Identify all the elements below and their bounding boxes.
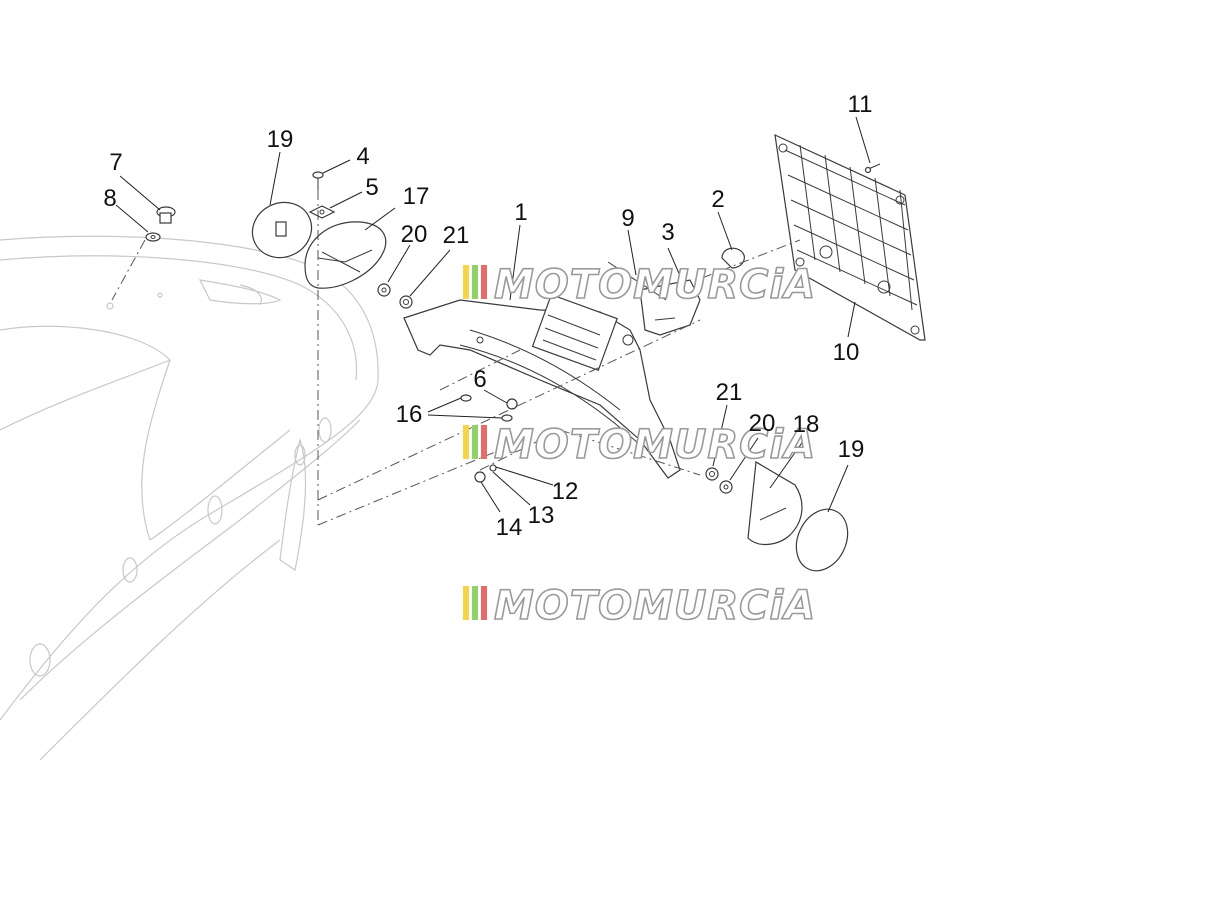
callout-20-left: 20	[401, 221, 428, 248]
watermark-bottom: MOTOMURCiA	[463, 582, 816, 630]
callout-19-right: 19	[838, 436, 865, 463]
callout-18: 18	[793, 411, 820, 438]
callout-2: 2	[711, 186, 724, 213]
watermark-middle: MOTOMURCiA	[463, 421, 816, 469]
callout-11: 11	[848, 91, 873, 118]
callout-21-right: 21	[716, 379, 743, 406]
part-6-washer	[506, 398, 518, 410]
callout-1: 1	[514, 199, 527, 226]
part-12-washer	[489, 464, 497, 472]
callout-6: 6	[473, 366, 486, 393]
watermark-text-middle: MOTOMURCiA	[494, 422, 816, 468]
callout-20-right: 20	[749, 410, 776, 437]
callout-16: 16	[396, 401, 423, 428]
watermark-text-top: MOTOMURCiA	[494, 262, 816, 308]
part-2-reflector	[721, 247, 745, 269]
callout-10: 10	[833, 339, 860, 366]
part-20-grommet-right	[719, 480, 733, 494]
part-20-grommet-left	[377, 283, 391, 297]
callout-9: 9	[621, 205, 634, 232]
part-9-bolt	[607, 261, 667, 301]
callout-21-left: 21	[443, 222, 470, 249]
scooter-body-outline	[0, 235, 379, 761]
part-4-screw	[312, 171, 324, 190]
callout-19-left: 19	[267, 126, 294, 153]
part-8-washer	[145, 232, 161, 242]
part-3-plate-light	[639, 279, 701, 336]
part-14-nut	[474, 471, 486, 483]
part-1-plate-holder-bracket	[403, 293, 681, 479]
callout-17: 17	[403, 183, 430, 210]
callout-13: 13	[528, 502, 555, 529]
part-19-lens-right	[795, 508, 849, 572]
callout-labels: 7 8 19 4 5 17 20 21 1 9 3 2 11 10 6 16 1…	[103, 91, 872, 541]
part-7-screw	[156, 206, 176, 224]
callout-5: 5	[365, 174, 378, 201]
part-18-lamp-housing-right	[747, 461, 803, 545]
callout-7: 7	[109, 149, 122, 176]
part-19-lens-left	[251, 201, 313, 259]
watermark-text-bottom: MOTOMURCiA	[494, 583, 816, 629]
callout-12: 12	[552, 478, 579, 505]
part-10-license-plate-holder	[774, 133, 926, 341]
part-21-nut-left	[399, 295, 413, 309]
leader-lines	[115, 116, 871, 513]
watermark-top: MOTOMURCiA	[463, 261, 816, 309]
callout-4: 4	[356, 143, 369, 170]
callout-3: 3	[661, 219, 674, 246]
part-17-lamp-housing-left	[304, 221, 387, 289]
callout-8: 8	[103, 185, 116, 212]
callout-14: 14	[496, 514, 523, 541]
assembly-lines	[111, 190, 801, 526]
part-11-screw	[864, 163, 881, 174]
part-21-nut-right	[705, 467, 719, 481]
